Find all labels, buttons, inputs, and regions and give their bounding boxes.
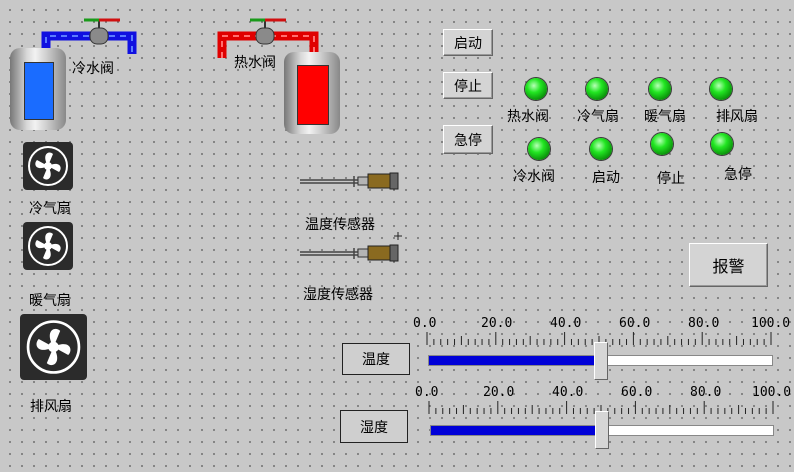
temp-tick-60: 60.0 bbox=[619, 316, 651, 331]
temp-tick-0: 0.0 bbox=[413, 316, 437, 331]
indicator-label-exhaust-fan: 排风扇 bbox=[716, 109, 758, 125]
humidity-slider-thumb[interactable] bbox=[595, 411, 609, 449]
estop-indicator-led bbox=[711, 133, 733, 155]
exhaust-fan-icon[interactable] bbox=[20, 314, 87, 380]
cold-water-tank bbox=[10, 48, 66, 130]
temp-tick-40: 40.0 bbox=[550, 316, 582, 331]
temp-tick-100: 100.0 bbox=[751, 316, 791, 331]
warm-fan-icon[interactable] bbox=[23, 222, 73, 270]
alarm-button[interactable]: 报警 bbox=[689, 243, 768, 287]
humid-tick-80: 80.0 bbox=[690, 385, 722, 400]
cold-fan-indicator-led bbox=[586, 78, 608, 100]
cold-fan-icon[interactable] bbox=[23, 142, 73, 190]
humidity-slider-fill bbox=[431, 426, 603, 435]
indicator-label-cold-fan: 冷气扇 bbox=[577, 109, 619, 125]
start-indicator-led bbox=[590, 138, 612, 160]
cold-valve-indicator-led bbox=[528, 138, 550, 160]
temp-tick-80: 80.0 bbox=[688, 316, 720, 331]
cold-valve-label: 冷水阀 bbox=[72, 61, 114, 77]
humid-tick-100: 100.0 bbox=[752, 385, 792, 400]
indicator-label-stop: 停止 bbox=[657, 171, 685, 187]
humidity-sensor-label: 湿度传感器 bbox=[303, 287, 373, 303]
humid-tick-60: 60.0 bbox=[621, 385, 653, 400]
temperature-slider-thumb[interactable] bbox=[593, 342, 608, 380]
humid-tick-20: 20.0 bbox=[483, 385, 515, 400]
hot-water-tank bbox=[284, 52, 340, 134]
indicator-label-hot-valve: 热水阀 bbox=[507, 109, 549, 125]
warm-fan-label: 暖气扇 bbox=[29, 293, 71, 309]
indicator-label-cold-valve: 冷水阀 bbox=[513, 169, 555, 185]
temperature-label-box: 温度 bbox=[342, 343, 410, 375]
indicator-label-warm-fan: 暖气扇 bbox=[644, 109, 686, 125]
temperature-sensor-icon bbox=[300, 172, 399, 190]
hot-valve-pipe bbox=[217, 18, 319, 58]
temp-slider-scale bbox=[426, 332, 772, 345]
temperature-sensor-label: 温度传感器 bbox=[305, 217, 375, 233]
humid-tick-40: 40.0 bbox=[552, 385, 584, 400]
stop-indicator-led bbox=[651, 133, 673, 155]
warm-fan-indicator-led bbox=[649, 78, 671, 100]
stop-button[interactable]: 停止 bbox=[443, 72, 493, 99]
hot-tank-level bbox=[297, 65, 329, 125]
hot-valve-indicator-led bbox=[525, 78, 547, 100]
humid-slider-scale bbox=[428, 401, 774, 414]
cold-tank-level bbox=[24, 62, 54, 120]
humidity-label-box: 湿度 bbox=[340, 410, 408, 443]
start-button[interactable]: 启动 bbox=[443, 29, 493, 56]
cold-fan-label: 冷气扇 bbox=[29, 201, 71, 217]
exhaust-fan-label: 排风扇 bbox=[30, 399, 72, 415]
exhaust-fan-indicator-led bbox=[710, 78, 732, 100]
humidity-sensor-icon bbox=[300, 232, 402, 262]
emergency-stop-button[interactable]: 急停 bbox=[443, 125, 493, 154]
indicator-label-start: 启动 bbox=[592, 170, 620, 186]
temperature-slider-fill bbox=[429, 356, 602, 365]
indicator-label-estop: 急停 bbox=[724, 167, 752, 183]
hot-valve-label: 热水阀 bbox=[234, 55, 276, 71]
humid-tick-0: 0.0 bbox=[415, 385, 439, 400]
temp-tick-20: 20.0 bbox=[481, 316, 513, 331]
